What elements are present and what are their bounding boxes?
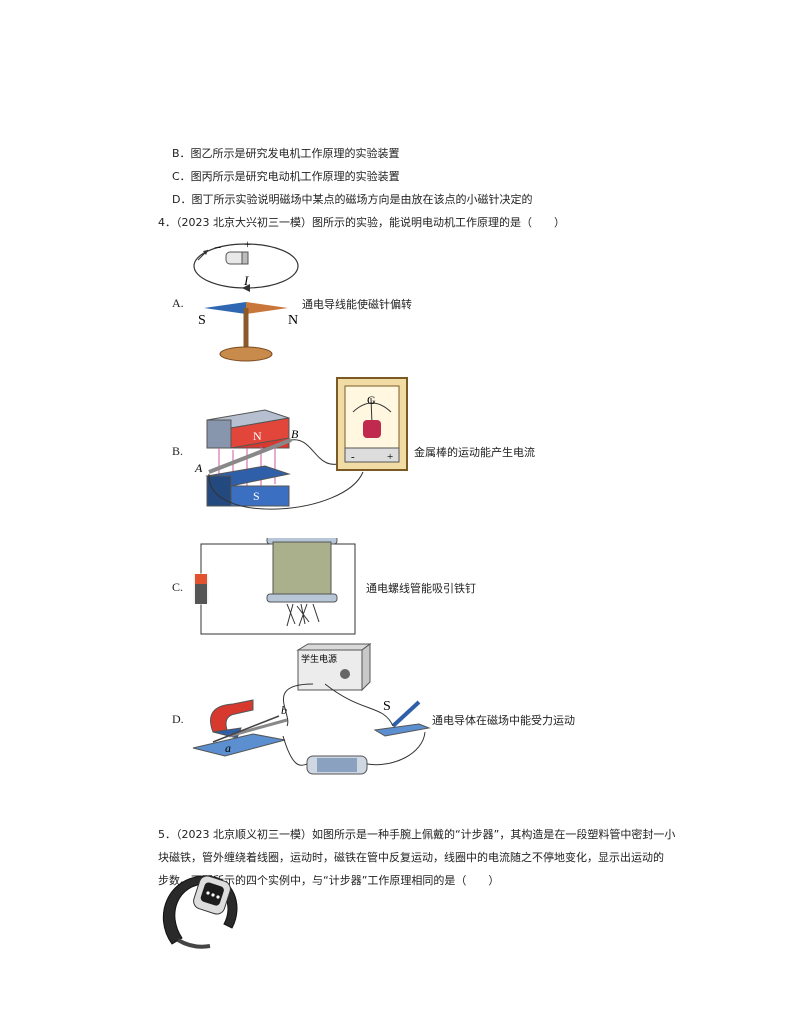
option-c-prev: C．图丙所示是研究电动机工作原理的实验装置	[172, 170, 400, 183]
q4-option-c-label: C.	[172, 580, 184, 594]
q4-option-c-caption: 通电螺线管能吸引铁钉	[366, 582, 476, 595]
fig-b-g: G	[367, 393, 376, 407]
fig-a-plus: +	[244, 237, 251, 251]
option-d-prev: D．图丁所示实验说明磁场中某点的磁场方向是由放在该点的小磁针决定的	[172, 193, 533, 206]
fig-a-current: I	[243, 273, 249, 288]
pedometer-wristband-image	[162, 875, 238, 949]
figure-d-motor: 学生电源 a b S	[192, 643, 431, 775]
fig-b-n: N	[253, 429, 262, 443]
fig-a-s: S	[198, 313, 206, 328]
q4-option-d-caption: 通电导体在磁场中能受力运动	[432, 714, 575, 727]
option-b-prev: B．图乙所示是研究发电机工作原理的实验装置	[172, 147, 400, 160]
fig-b-plus: +	[387, 451, 393, 463]
fig-b-a: A	[194, 461, 203, 475]
fig-d-b: b	[281, 703, 287, 717]
fig-d-a: a	[225, 741, 231, 755]
q4-option-a-label: A.	[172, 296, 184, 310]
figure-a-compass-wire: − + I S N	[193, 237, 299, 362]
fig-d-s: S	[383, 699, 391, 714]
q4-option-b-caption: 金属棒的运动能产生电流	[414, 446, 535, 459]
q4-stem: 4．（2023 北京大兴初三一模）图所示的实验，能说明电动机工作原理的是（ ）	[158, 216, 565, 229]
q5-line-3: 步数。下图所示的四个实例中，与“计步器”工作原理相同的是（ ）	[158, 874, 500, 887]
q5-line-2: 块磁铁，管外缠绕着线圈，运动时，磁铁在管中反复运动，线圈中的电流随之不停地变化，…	[158, 851, 664, 864]
q4-option-a-caption: 通电导线能使磁针偏转	[302, 298, 412, 311]
figure-b-generator: G - + N S A B	[194, 377, 408, 510]
q4-option-d-label: D.	[172, 712, 184, 726]
fig-b-b: B	[291, 427, 299, 441]
q5-line-1: 5．（2023 北京顺义初三一模）如图所示是一种手腕上佩戴的“计步器”，其构造是…	[158, 828, 676, 841]
fig-a-minus: −	[214, 240, 221, 255]
fig-d-psu: 学生电源	[301, 653, 337, 665]
fig-a-n: N	[288, 313, 298, 328]
q4-option-b-label: B.	[172, 444, 184, 458]
fig-b-s: S	[253, 489, 260, 503]
figure-c-solenoid	[192, 534, 356, 635]
fig-b-minus: -	[351, 451, 355, 463]
